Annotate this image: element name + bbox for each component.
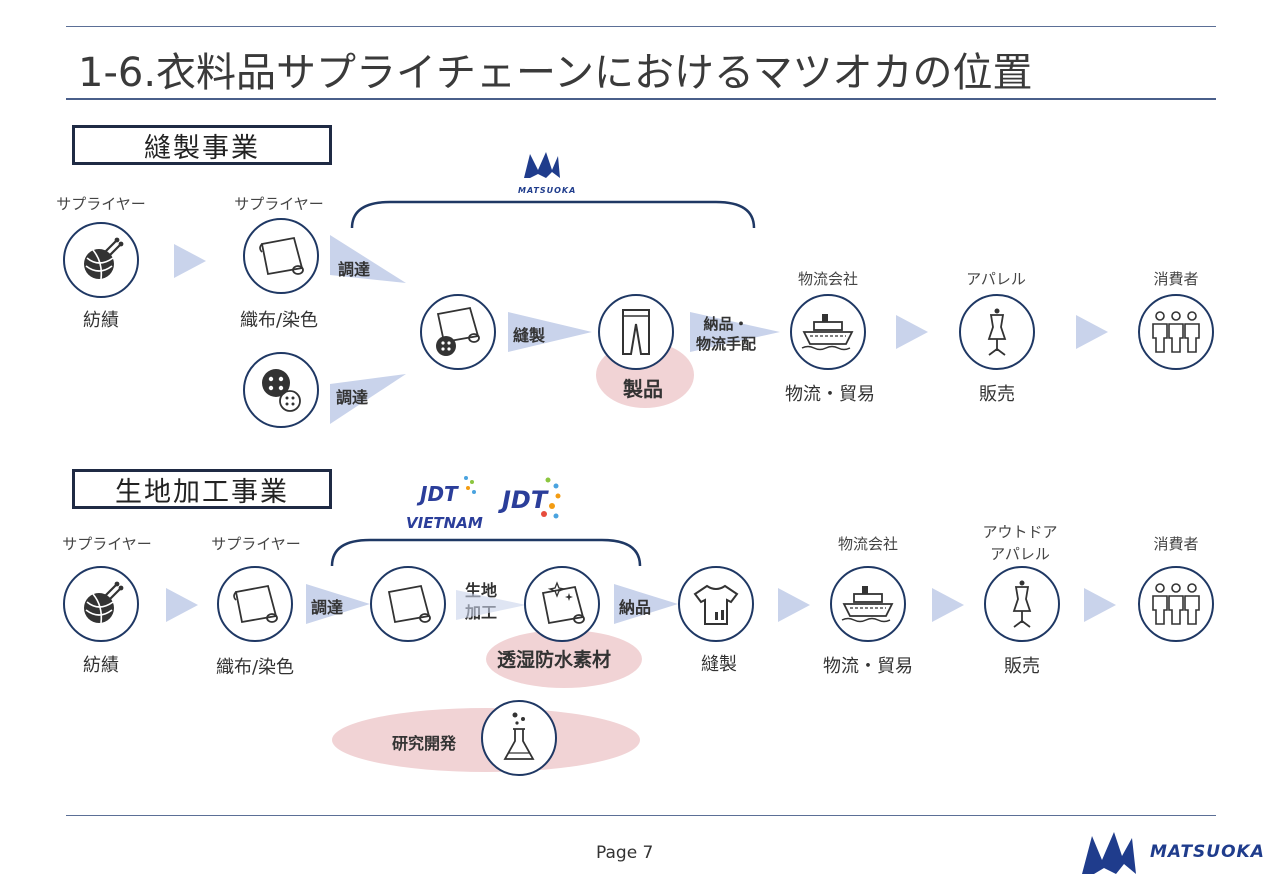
fab-procure-arrow [306, 584, 370, 624]
jdt-vietnam-logo: JDT VIETNAM [404, 474, 500, 534]
fab-supplier1-label: サプライヤー [62, 535, 152, 553]
fab-supplier2-role: 織布/染色 [215, 657, 295, 678]
ship-icon [801, 314, 854, 351]
flow-arrow [166, 588, 198, 622]
sew-supplier1-role: 紡績 [83, 310, 119, 331]
buttons-circle [243, 352, 319, 428]
sparkle-fabric-icon [541, 581, 585, 625]
consumers-circle [1138, 566, 1214, 642]
fab-logistics-role: 物流・貿易 [823, 656, 913, 677]
section-fabric: 生地加工事業 [72, 469, 332, 509]
jdt-logo: JDT [500, 470, 570, 530]
sew-supplier1-label: サプライヤー [56, 195, 146, 213]
flask-circle [481, 700, 557, 776]
process-arrow [456, 590, 526, 620]
matsuoka-logo-mark [524, 152, 560, 178]
fab-outdoor-role: 販売 [1004, 656, 1040, 677]
yarn-circle [63, 222, 139, 298]
sew-deliver-label: 納品・ 物流手配 [696, 315, 757, 353]
product-label: 製品 [623, 377, 663, 401]
material-label: 透湿防水素材 [497, 649, 612, 671]
tshirt-icon [693, 584, 739, 625]
footer-brand-logo: MATSUOKA [1078, 826, 1274, 878]
fabric-circle [243, 218, 319, 294]
matsuoka-logo-text: MATSUOKA [518, 186, 577, 195]
flow-arrow [174, 244, 206, 278]
jdt-dots-icon [464, 476, 476, 494]
footer-rule [66, 815, 1216, 816]
fabric-circle [217, 566, 293, 642]
flow-arrow [932, 588, 964, 622]
fab-procure-label: 調達 [311, 598, 344, 617]
fab-deliver-label: 納品 [619, 598, 652, 617]
page-number: Page 7 [596, 843, 654, 863]
sew-consumer-label: 消費者 [1153, 270, 1199, 288]
buttons-icon [262, 369, 301, 412]
sew-apparel-role: 販売 [979, 384, 1015, 405]
mannequin-circle [984, 566, 1060, 642]
mannequin-circle [959, 294, 1035, 370]
top-rule [66, 26, 1216, 27]
flow-arrow [1076, 315, 1108, 349]
ship-icon [841, 586, 894, 623]
sew-supplier2-label: サプライヤー [234, 195, 324, 213]
fabric-roll-icon [387, 584, 431, 624]
rnd-label: 研究開発 [392, 734, 457, 753]
yarn-circle [63, 566, 139, 642]
jdt-vietnam-logo-sub: VIETNAM [406, 514, 483, 532]
sew-step-label: 縫製 [513, 326, 546, 345]
fab-supplier2-label: サプライヤー [211, 535, 301, 553]
flow-arrow [1084, 588, 1116, 622]
greige-fabric-circle [370, 566, 446, 642]
yarn-ball-icon [84, 237, 124, 280]
fabric-button-icon [436, 306, 480, 356]
people-group-icon [1152, 311, 1200, 353]
flow-arrow [896, 315, 928, 349]
mannequin-icon [1012, 580, 1032, 628]
sew-supplier2-role: 織布/染色 [239, 310, 319, 331]
jdt-scope-bracket [330, 538, 642, 567]
materials-circle [420, 294, 496, 370]
fab-consumer-label: 消費者 [1153, 535, 1199, 553]
pants-icon [622, 309, 650, 355]
fab-deliver-arrow [614, 584, 678, 624]
fabric-roll-icon [259, 236, 304, 276]
footer-brand-text: MATSUOKA [1150, 842, 1265, 862]
consumers-circle [1138, 294, 1214, 370]
sew-arrow [508, 312, 592, 352]
ship-circle [790, 294, 866, 370]
jdt-vietnam-logo-text: JDT [420, 482, 458, 506]
matsuoka-logo-mark [1082, 832, 1136, 874]
mannequin-icon [987, 308, 1007, 356]
flow-arrow [778, 588, 810, 622]
tshirt-circle [678, 566, 754, 642]
fab-sew-role: 縫製 [701, 654, 737, 675]
flask-icon [503, 712, 535, 760]
sew-logistics-role: 物流・貿易 [785, 384, 875, 405]
treated-fabric-circle [524, 566, 600, 642]
fab-supplier1-role: 紡績 [83, 655, 119, 676]
sew-procure2-label: 調達 [336, 388, 369, 407]
title-rule [66, 98, 1216, 100]
matsuoka-scope-bracket [350, 200, 756, 229]
page-title: 1-6.衣料品サプライチェーンにおけるマツオカの位置 [78, 50, 1033, 96]
jdt-dots-icon [541, 477, 561, 519]
deliver-arrow [690, 312, 780, 352]
sew-apparel-label: アパレル [966, 270, 1026, 288]
fab-logistics-label: 物流会社 [837, 535, 899, 553]
procure-arrow-lower [330, 374, 406, 424]
sew-logistics-label: 物流会社 [797, 270, 859, 288]
jdt-logo-text: JDT [502, 486, 548, 514]
people-group-icon [1152, 583, 1200, 625]
yarn-ball-icon [84, 581, 124, 624]
fabric-roll-icon [233, 584, 278, 624]
fab-outdoor-label: アウトドア アパレル [982, 523, 1058, 563]
section-sewing: 縫製事業 [72, 125, 332, 165]
ship-circle [830, 566, 906, 642]
procure-arrow-upper [330, 235, 406, 283]
matsuoka-logo-small: MATSUOKA [518, 148, 578, 198]
sew-procure1-label: 調達 [338, 260, 371, 279]
pants-circle [598, 294, 674, 370]
